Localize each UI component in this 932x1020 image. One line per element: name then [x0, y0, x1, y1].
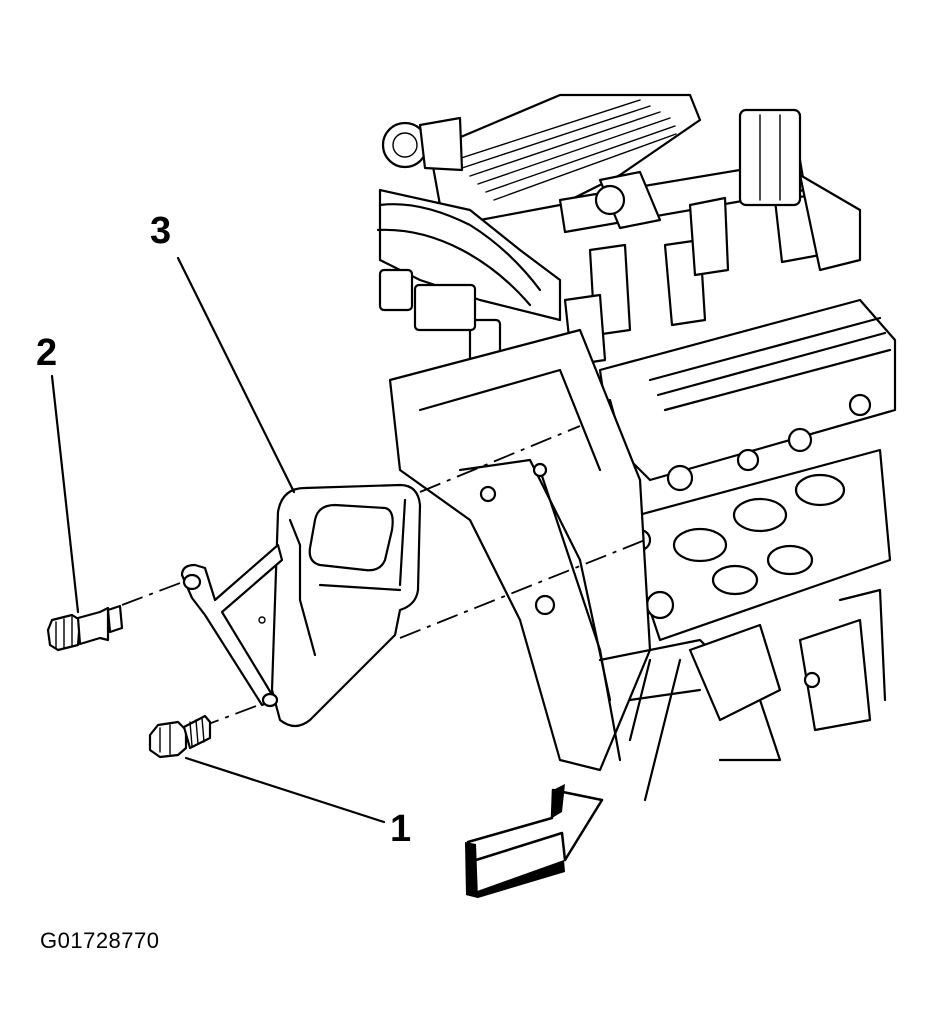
bracket [180, 543, 284, 708]
callout-1-label: 1 [390, 808, 412, 850]
stud-bolt [46, 604, 124, 652]
callout-2-label: 2 [36, 332, 58, 374]
engine-illustration [376, 93, 897, 802]
direction-arrow-icon [465, 784, 604, 898]
leader-lines [50, 256, 386, 824]
bolt [148, 714, 212, 759]
callout-3-label: 3 [150, 210, 172, 252]
heat-shield [270, 483, 422, 728]
figure-id: G01728770 [40, 928, 160, 953]
